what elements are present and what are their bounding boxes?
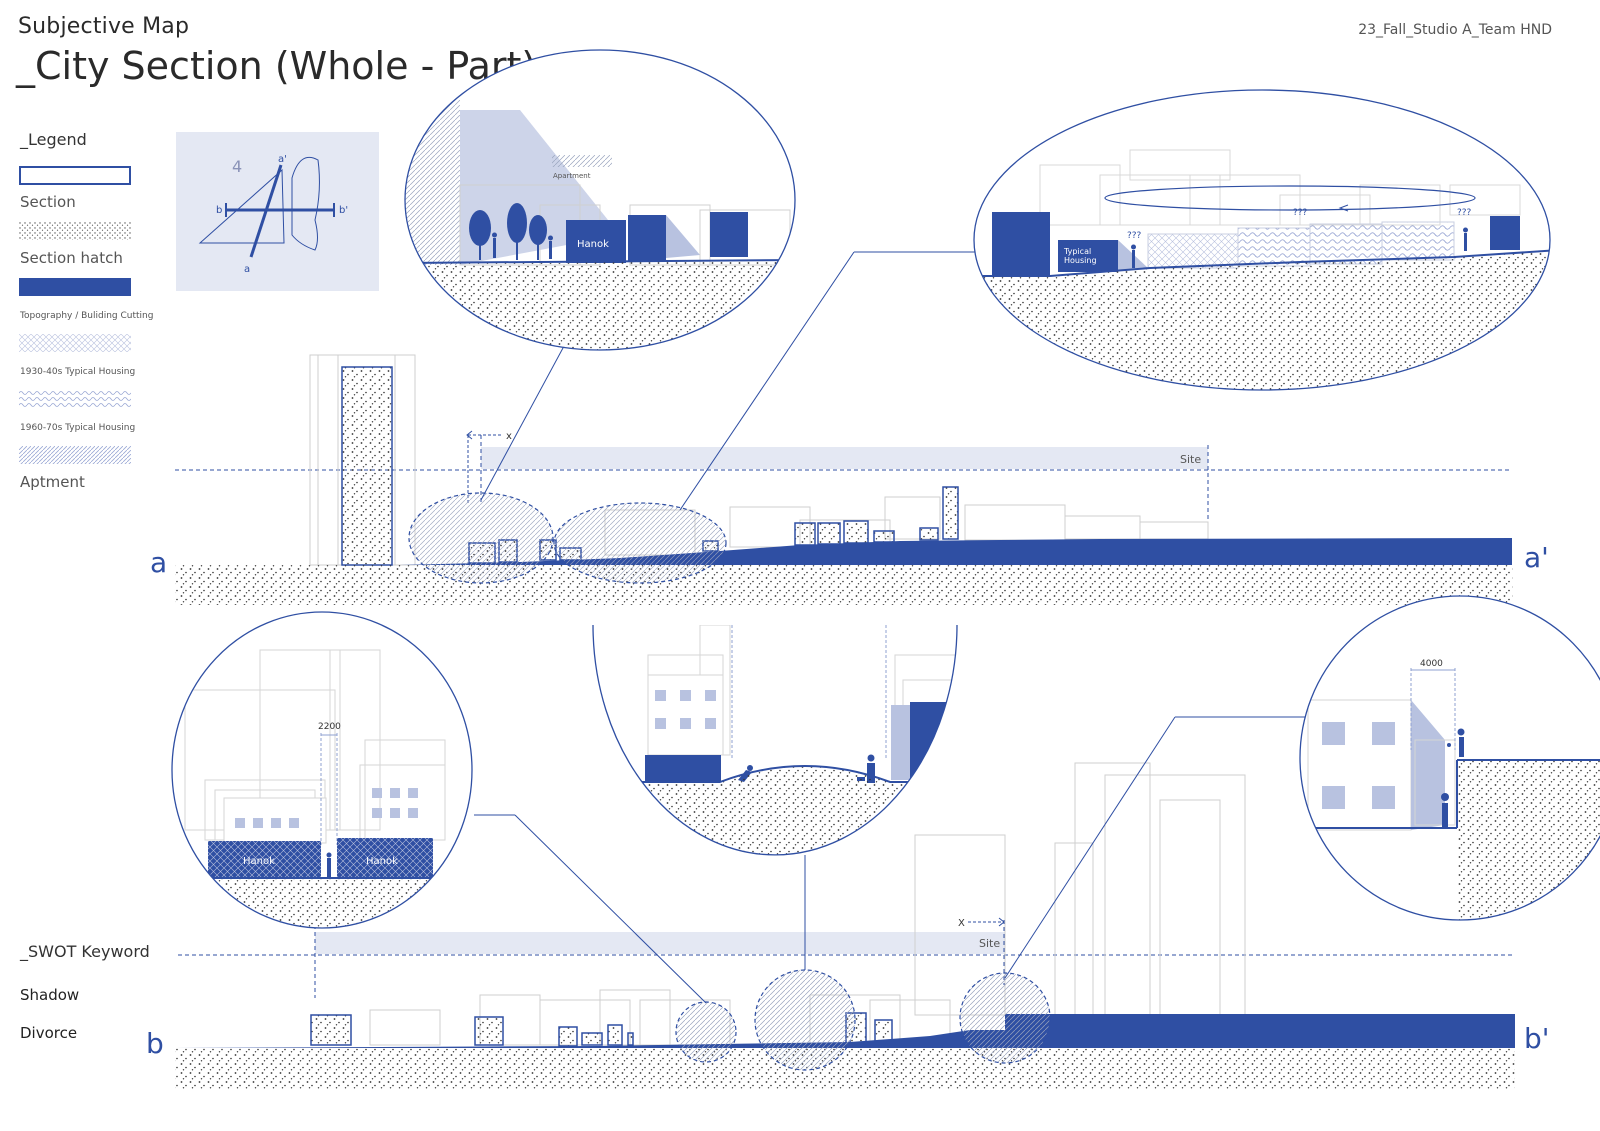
- legend-label-topography: Topography / Buliding Cutting: [20, 311, 154, 321]
- callout-b3: 4000: [1299, 595, 1600, 921]
- section-a: Site x: [150, 251, 1549, 605]
- section-b-left-letter: b: [146, 1027, 164, 1060]
- apartment-label-a1: Apartment: [553, 172, 591, 180]
- callout-target-b2: [754, 969, 856, 1071]
- legend-label-section: Section: [20, 193, 76, 211]
- legend-swatch-topography: [19, 278, 131, 296]
- key-map: 4 a' a b b': [176, 132, 379, 291]
- callout-target-b1: [675, 1001, 737, 1063]
- site-label-b: Site: [979, 937, 1000, 950]
- hanok-right-label: Hanok: [366, 856, 398, 867]
- question-marks-a2-2: ???: [1457, 208, 1472, 218]
- callout-target-a2: [553, 502, 727, 584]
- section-b-right-letter: b': [1524, 1022, 1549, 1055]
- key-map-b-right: b': [339, 205, 348, 216]
- legend-label-section-hatch: Section hatch: [20, 249, 123, 267]
- section-a-left-letter: a: [150, 546, 167, 579]
- callout-target-a1: [408, 492, 554, 584]
- x-marker-b: X: [958, 918, 965, 929]
- page-title: _City Section (Whole - Part): [16, 44, 537, 88]
- hanok-label-a1: Hanok: [577, 239, 609, 250]
- question-marks-a2-3: ???: [1127, 231, 1142, 241]
- legend-label-1930s-housing: 1930-40s Typical Housing: [20, 367, 136, 377]
- page-subtitle: Subjective Map: [18, 14, 190, 39]
- dimension-4000: 4000: [1420, 659, 1443, 669]
- key-map-number: 4: [232, 157, 242, 176]
- section-a-right-letter: a': [1524, 541, 1549, 574]
- site-label-a: Site: [1180, 453, 1201, 466]
- ground-hatch-a: [175, 565, 1513, 605]
- team-credit: 23_Fall_Studio A_Team HND: [1358, 22, 1552, 38]
- topography-a: [175, 538, 1512, 565]
- legend-swatch-section: [19, 166, 131, 185]
- site-band-a: [481, 447, 1208, 469]
- x-marker-a: x: [506, 431, 512, 442]
- ground-hatch-b: [175, 1048, 1515, 1090]
- legend-swatch-1960s-housing: [19, 390, 131, 408]
- legend-label-apartment: Aptment: [20, 473, 85, 491]
- callout-target-b3: [959, 972, 1051, 1064]
- callout-b1: 2200 Hanok Hanok: [171, 611, 473, 929]
- dimension-12000: 12000: [792, 610, 824, 621]
- legend-swatch-1930s-housing: [19, 334, 131, 352]
- legend-heading: _Legend: [20, 130, 87, 149]
- key-map-b-left: b: [216, 205, 222, 216]
- swot-keyword-divorce: Divorce: [20, 1024, 78, 1042]
- legend-swatch-section-hatch: [19, 222, 131, 240]
- dimension-2200: 2200: [318, 722, 341, 732]
- apartment-tower-a: [341, 366, 393, 566]
- key-map-a-top: a': [278, 154, 287, 165]
- legend-label-1960s-housing: 1960-70s Typical Housing: [20, 423, 136, 433]
- key-map-a-bottom: a: [244, 264, 250, 275]
- swot-keyword-shadow: Shadow: [20, 986, 80, 1004]
- callout-a1: Apartment Hanok: [404, 49, 796, 351]
- swot-heading: _SWOT Keyword: [20, 942, 150, 961]
- section-b: Site X: [146, 716, 1549, 1090]
- legend-swatch-apartment: [19, 446, 131, 464]
- question-marks-a2-1: ???: [1293, 208, 1308, 218]
- hanok-left-label: Hanok: [243, 856, 275, 867]
- topography-b: [175, 1014, 1515, 1048]
- site-band-b: [315, 932, 1005, 954]
- callout-b2: 12000: [592, 610, 958, 856]
